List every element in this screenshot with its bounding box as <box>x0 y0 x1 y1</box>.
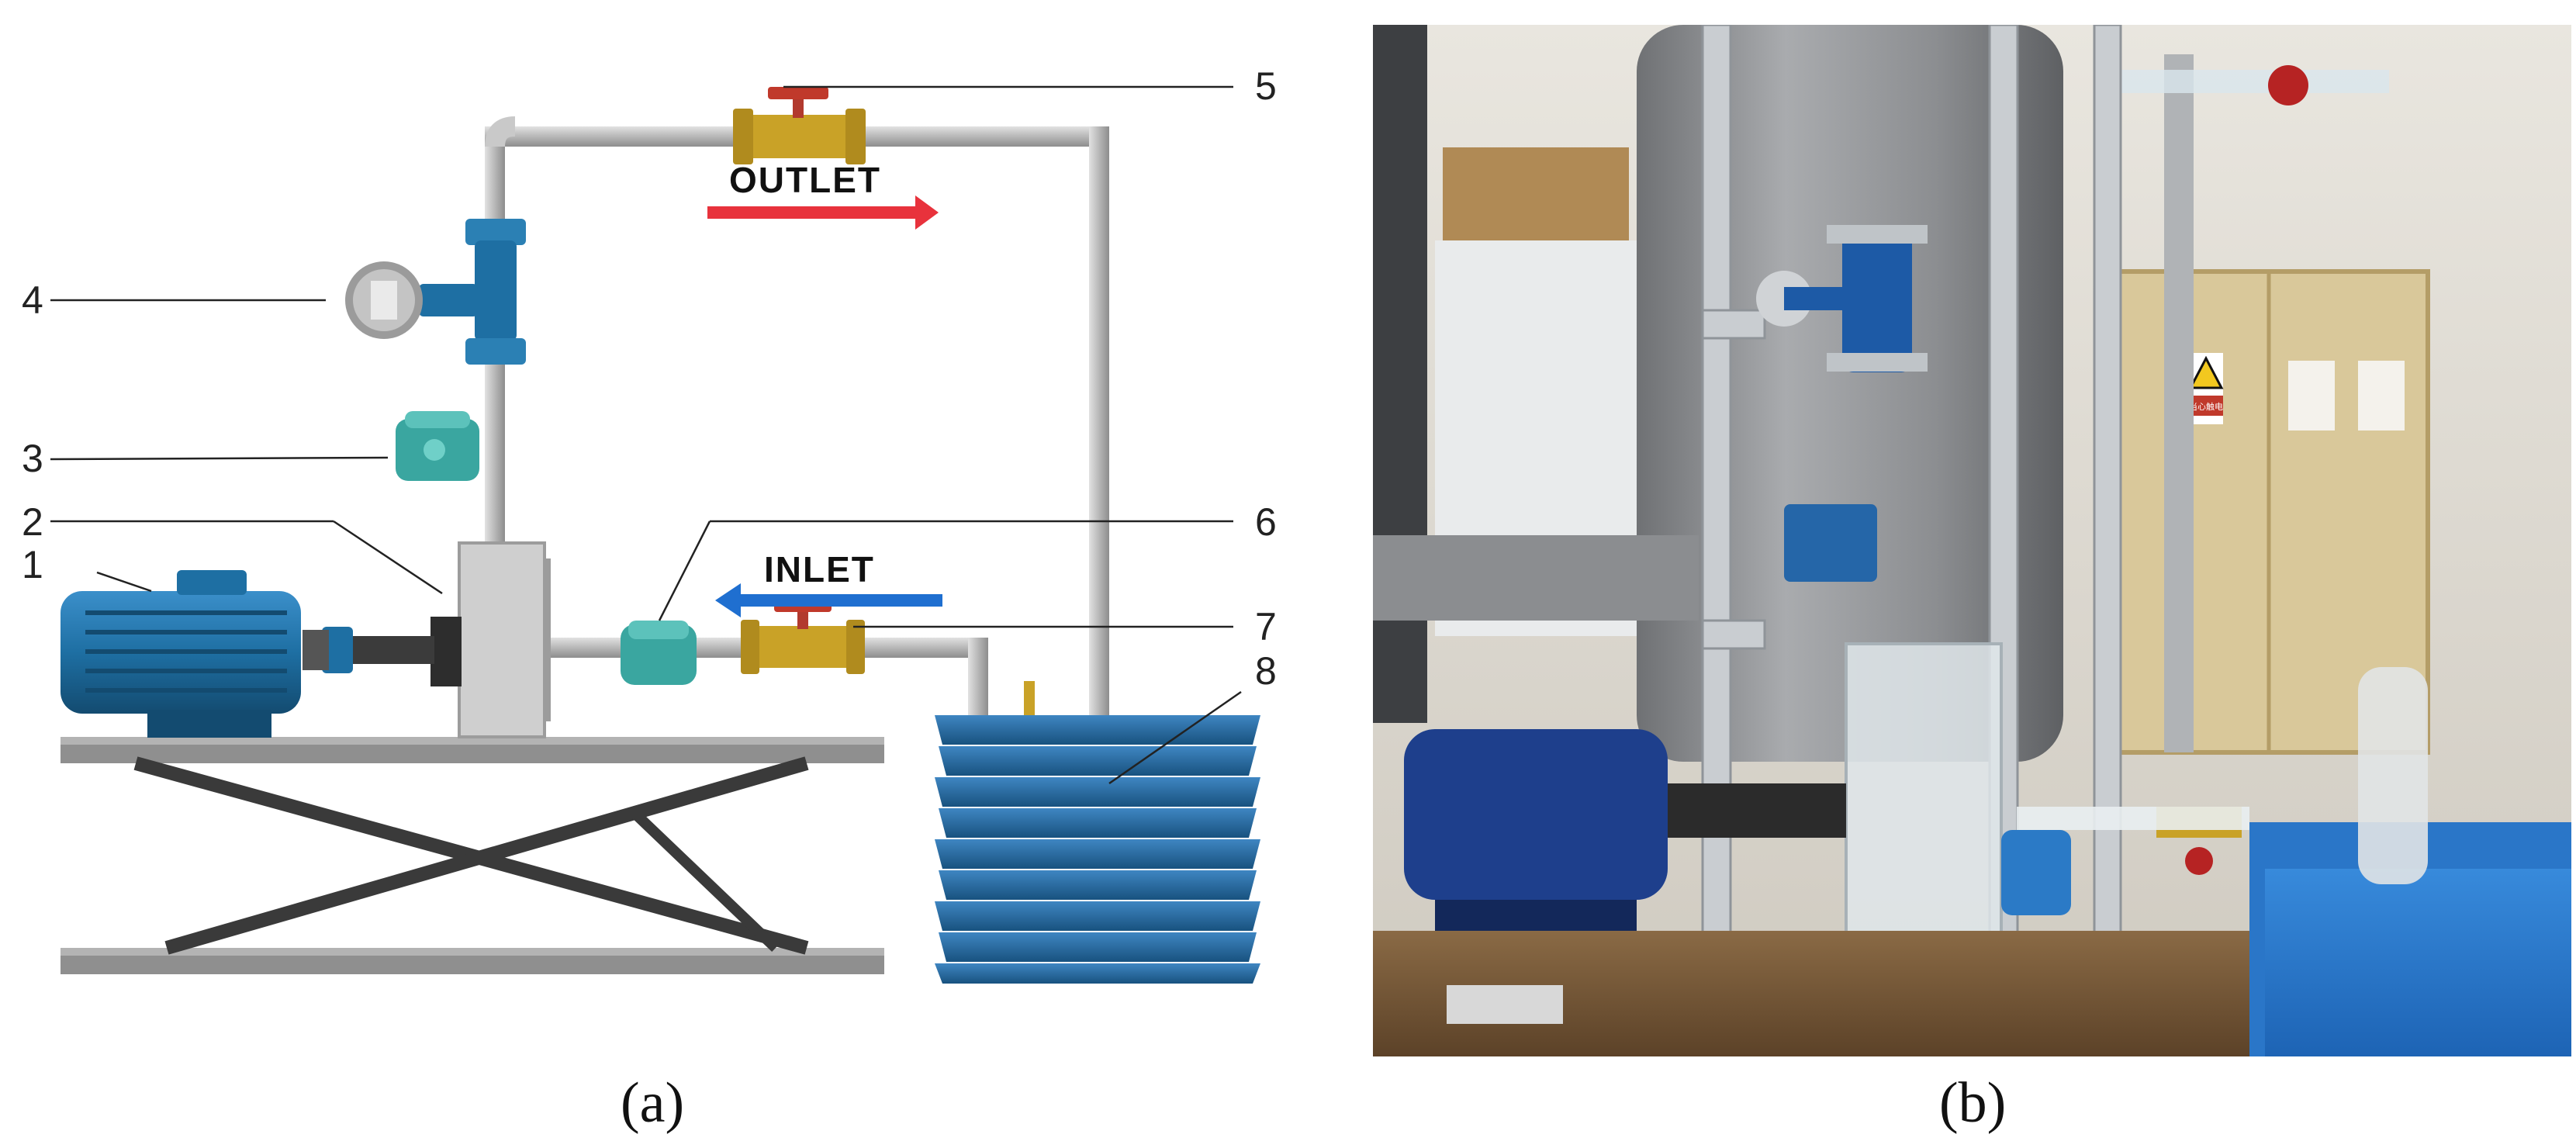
outlet-label: OUTLET <box>729 160 881 200</box>
inlet-valve <box>741 600 865 674</box>
water-tank <box>935 681 1260 984</box>
panel-a-schematic: OUTLET INLET 1 2 3 4 5 6 7 8 <box>22 64 1277 984</box>
label-5: 5 <box>1255 64 1277 108</box>
inlet-pressure-sensor <box>621 621 697 685</box>
label-6: 6 <box>1255 500 1277 544</box>
motor <box>61 570 301 738</box>
inlet-label: INLET <box>764 549 875 590</box>
label-3: 3 <box>22 437 43 480</box>
outlet-arrow <box>707 195 939 230</box>
panel-b-photo: 当心触电 <box>1373 25 2571 1056</box>
flow-meter <box>345 219 526 365</box>
label-4: 4 <box>22 278 43 322</box>
label-7: 7 <box>1255 605 1277 648</box>
label-8: 8 <box>1255 649 1277 693</box>
outlet-valve <box>733 87 866 164</box>
leader-lines <box>50 85 1242 785</box>
label-2: 2 <box>22 500 43 544</box>
outlet-pressure-sensor <box>396 411 479 481</box>
caption-b: (b) <box>1939 1071 2007 1135</box>
coupling <box>303 627 434 673</box>
caption-a: (a) <box>621 1071 685 1135</box>
pump <box>430 541 551 738</box>
stand <box>61 737 884 974</box>
inlet-arrow <box>715 583 942 617</box>
label-1: 1 <box>22 543 43 586</box>
warning-sign-text: 当心触电 <box>2189 401 2223 412</box>
